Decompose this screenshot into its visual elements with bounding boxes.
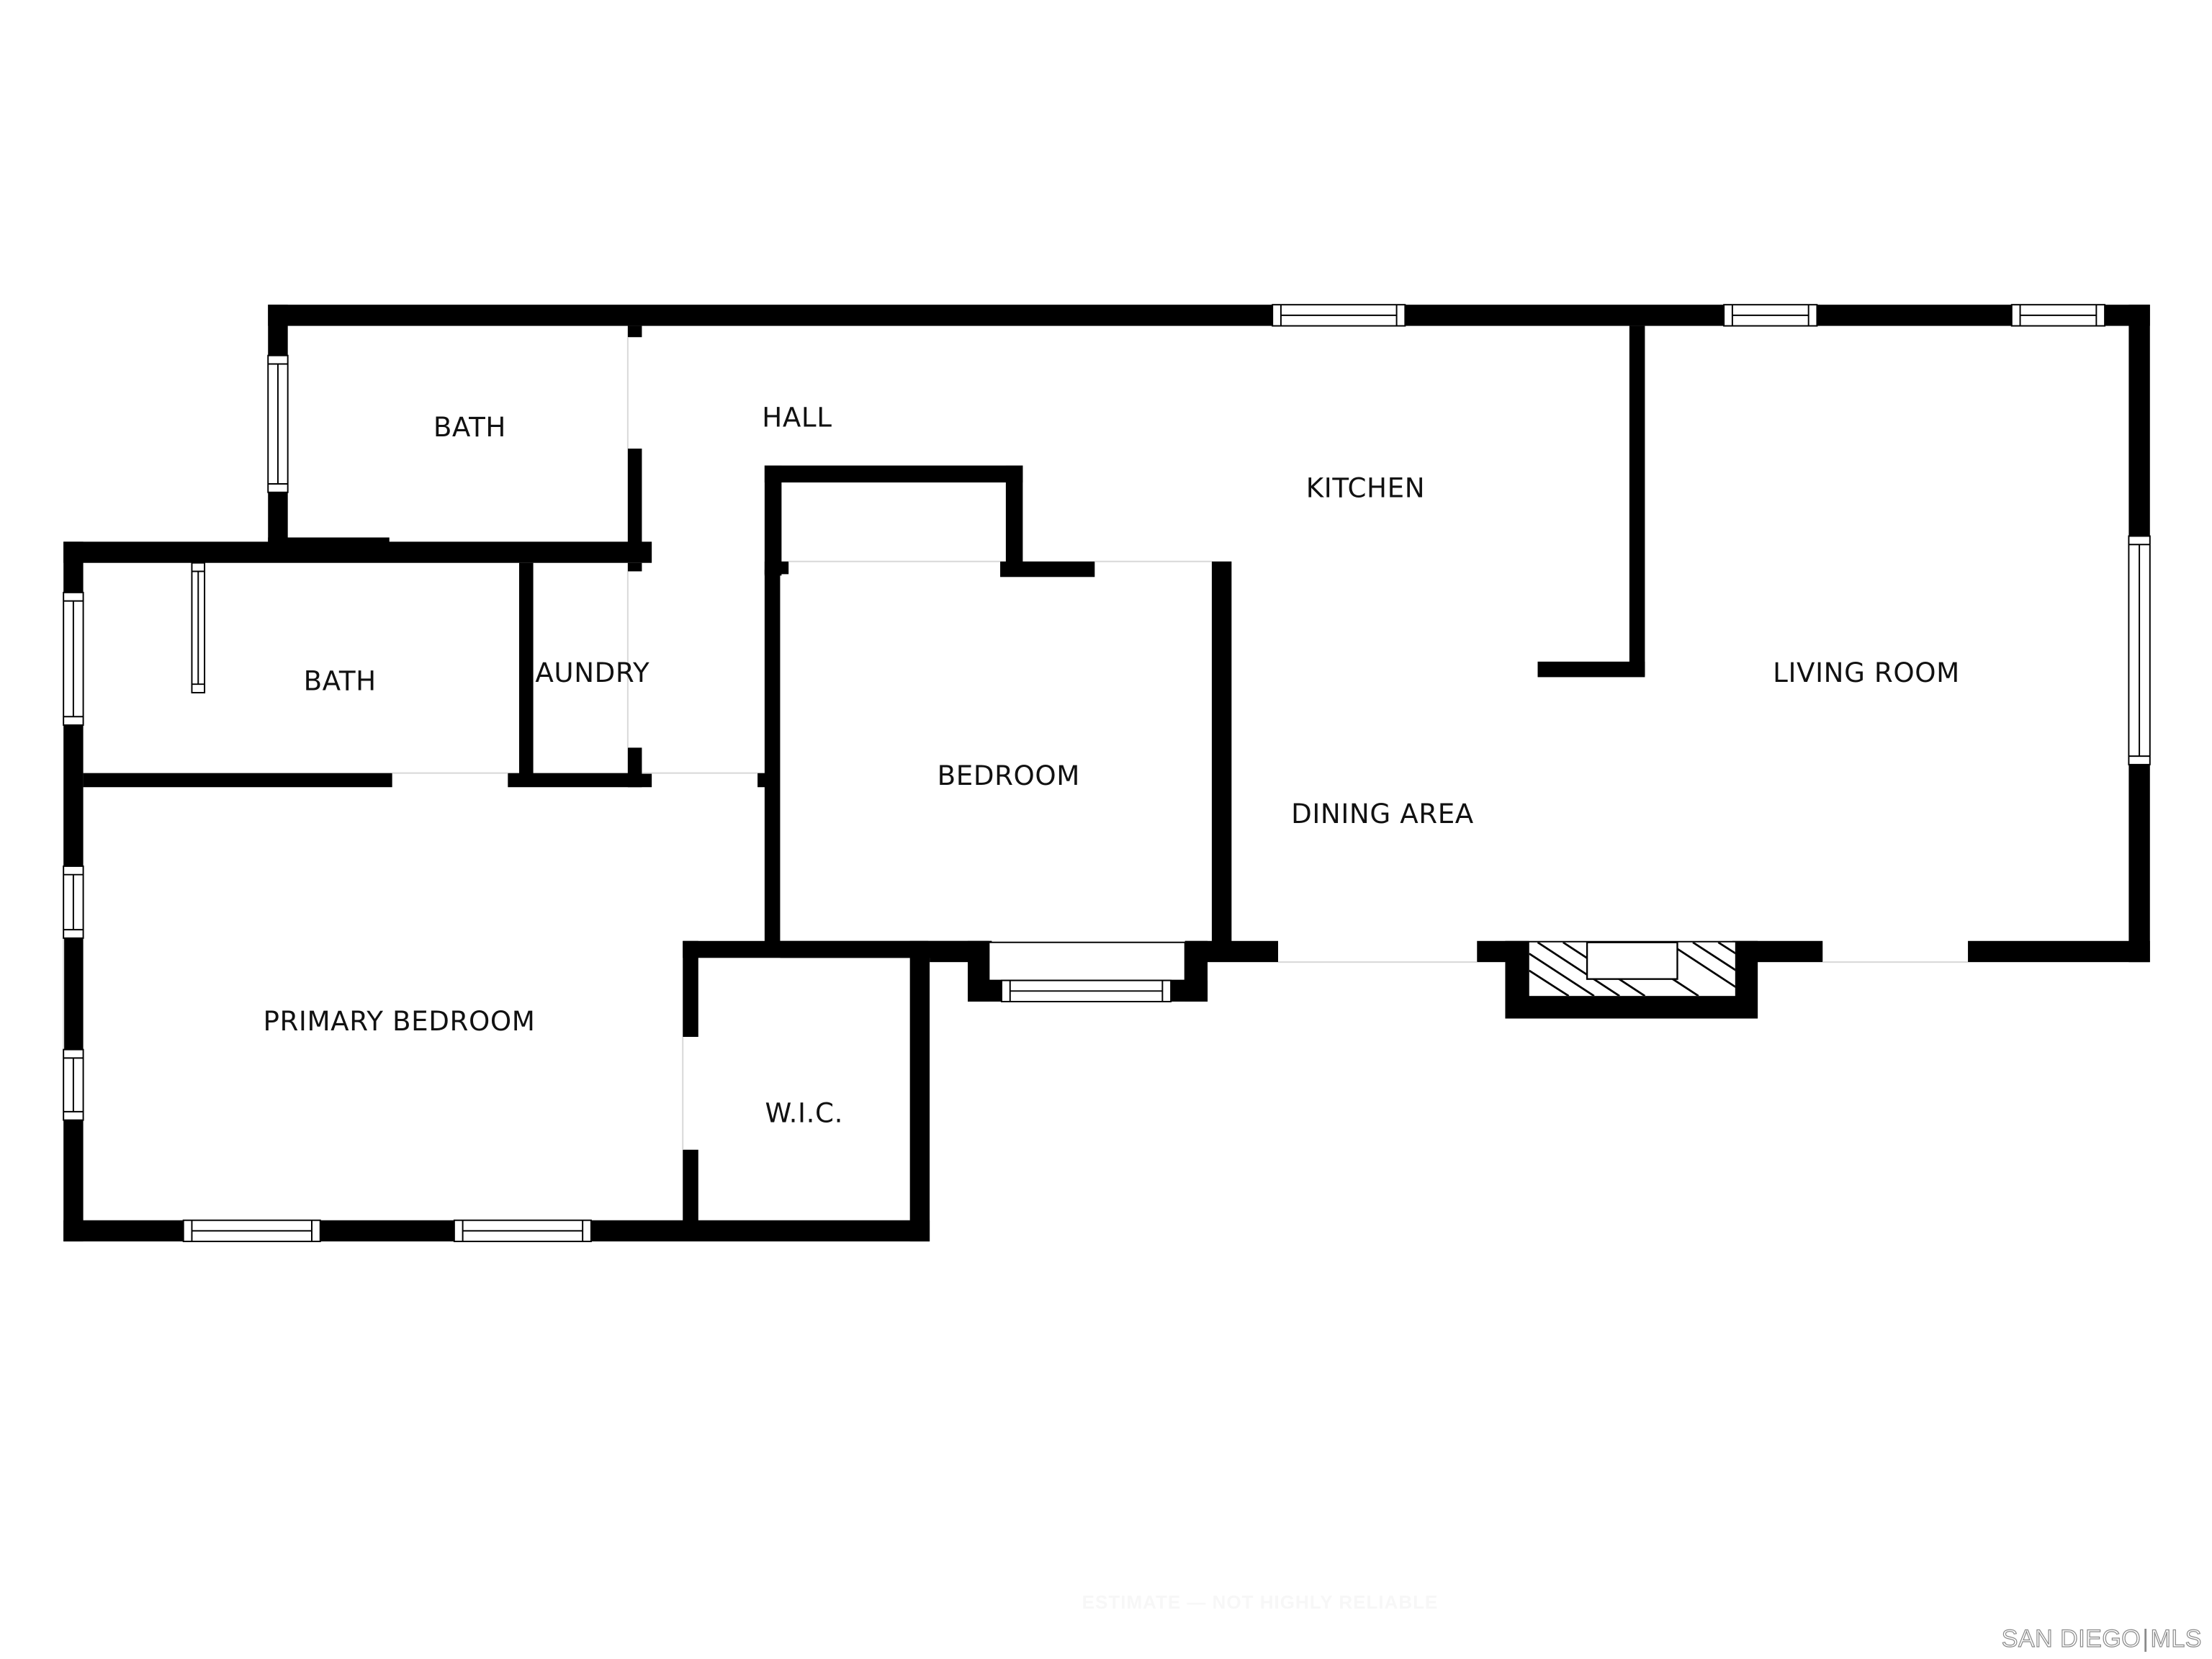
window-primary-bottom-1 [182, 1219, 321, 1243]
room-label-dining-area: DINING AREA [1291, 798, 1474, 830]
fireplace-icon [1529, 941, 1735, 997]
openings [63, 337, 1969, 1150]
window-primary-bottom-2 [453, 1219, 592, 1243]
walls [63, 305, 2150, 1242]
brand-left: SAN DIEGO [2001, 1624, 2141, 1653]
brand-logo: SAN DIEGO|MLS [2001, 1624, 2202, 1653]
room-label-laundry: AUNDRY [535, 657, 649, 688]
window-primary-left-1 [63, 865, 84, 939]
room-label-living-room: LIVING ROOM [1773, 657, 1960, 688]
window-living-top-2 [2010, 304, 2106, 327]
bay-window [988, 941, 1186, 1002]
room-label-bath-upper: BATH [433, 411, 506, 443]
window-bath-upper [267, 354, 289, 493]
window-bath-lower [63, 591, 84, 726]
watermark-text: ESTIMATE — NOT HIGHLY RELIABLE [1082, 1591, 1439, 1613]
window-primary-left-2 [63, 1048, 84, 1121]
brand-right: MLS [2150, 1624, 2202, 1653]
brand-separator: | [2142, 1625, 2149, 1653]
window-kitchen-top [1272, 304, 1406, 327]
shower-glass [191, 562, 206, 693]
room-label-hall: HALL [762, 401, 832, 433]
room-label-primary-bedroom: PRIMARY BEDROOM [263, 1005, 535, 1037]
room-labels: BATH HALL KITCHEN BATH AUNDRY BEDROOM LI… [263, 401, 1959, 1128]
windows [63, 304, 2151, 1243]
room-label-bedroom: BEDROOM [938, 760, 1080, 791]
room-label-wic: W.I.C. [765, 1097, 843, 1128]
window-living-top-1 [1723, 304, 1818, 327]
room-label-bath-lower: BATH [304, 665, 377, 697]
window-living-right [2128, 535, 2151, 765]
room-label-kitchen: KITCHEN [1306, 472, 1425, 503]
